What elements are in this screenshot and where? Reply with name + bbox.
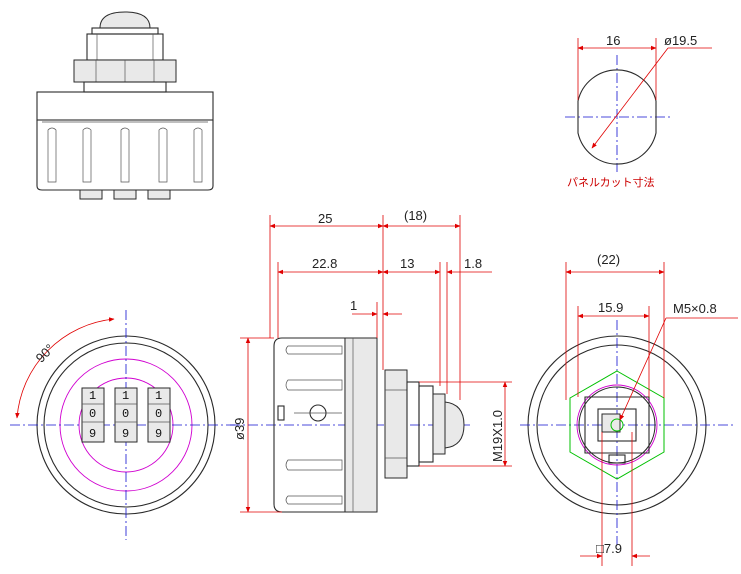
panel-cut-caption: パネルカット寸法 — [567, 175, 655, 189]
dim-39: ø39 — [232, 418, 247, 440]
side-grip-ribs — [285, 345, 343, 505]
top-body-grip — [36, 120, 214, 191]
dial-wheel-3[interactable]: 1 0 9 — [147, 387, 171, 443]
dial-digit: 0 — [122, 407, 129, 421]
dial-digit: 9 — [89, 427, 96, 441]
dial-digit: 0 — [89, 407, 96, 421]
side-hex-nut — [384, 369, 408, 479]
dim-1-8: 1.8 — [464, 256, 482, 271]
dim-1: 1 — [350, 298, 357, 313]
dim-22-8: 22.8 — [312, 256, 337, 271]
dim-13: 13 — [400, 256, 414, 271]
top-shaft — [86, 33, 164, 61]
rear-view: (22) 15.9 M5×0.8 □7.9 — [520, 252, 738, 566]
dial-digit: 1 — [89, 389, 96, 403]
panel-cutout-view: 16 ø19.5 パネルカット寸法 — [565, 33, 712, 189]
dim-15-9: 15.9 — [598, 300, 623, 315]
cutout-shape — [577, 69, 657, 165]
dim-16: 16 — [606, 33, 620, 48]
side-cam — [432, 393, 446, 455]
side-flange — [344, 337, 378, 513]
dial-digit: 1 — [122, 389, 129, 403]
top-knob — [99, 11, 151, 29]
dim-square: □7.9 — [596, 541, 622, 556]
dial-wheel-2[interactable]: 1 0 9 — [114, 387, 138, 443]
grip-ribs — [47, 127, 203, 183]
dial-tab — [79, 189, 103, 200]
dim-18: (18) — [404, 208, 427, 223]
angle-arc — [15, 317, 115, 419]
rear-screw — [610, 418, 624, 432]
front-view: 90° 1 0 9 1 0 9 1 0 9 — [10, 310, 235, 540]
top-view — [36, 11, 214, 200]
dim-19-5: ø19.5 — [664, 33, 697, 48]
rear-mag-circle — [576, 384, 658, 466]
dim-thread: M19X1.0 — [490, 410, 505, 462]
dial-digit: 0 — [155, 407, 162, 421]
side-view: 25 (18) 22.8 13 1.8 1 ø39 M19X1.0 — [230, 208, 512, 513]
dim-line-19-5 — [591, 47, 669, 149]
dial-tab — [147, 189, 171, 200]
dial-digit: 9 — [122, 427, 129, 441]
side-knob-end — [444, 401, 465, 449]
top-knob-base — [91, 27, 159, 35]
top-body-flange — [36, 91, 214, 121]
dial-wheel-1[interactable]: 1 0 9 — [81, 387, 105, 443]
dial-digit: 9 — [155, 427, 162, 441]
angle-label: 90° — [33, 341, 58, 366]
dim-m5: M5×0.8 — [673, 301, 717, 316]
dial-digit: 1 — [155, 389, 162, 403]
dim-25: 25 — [318, 211, 332, 226]
dim-22: (22) — [597, 252, 620, 267]
dial-tab — [113, 189, 137, 200]
